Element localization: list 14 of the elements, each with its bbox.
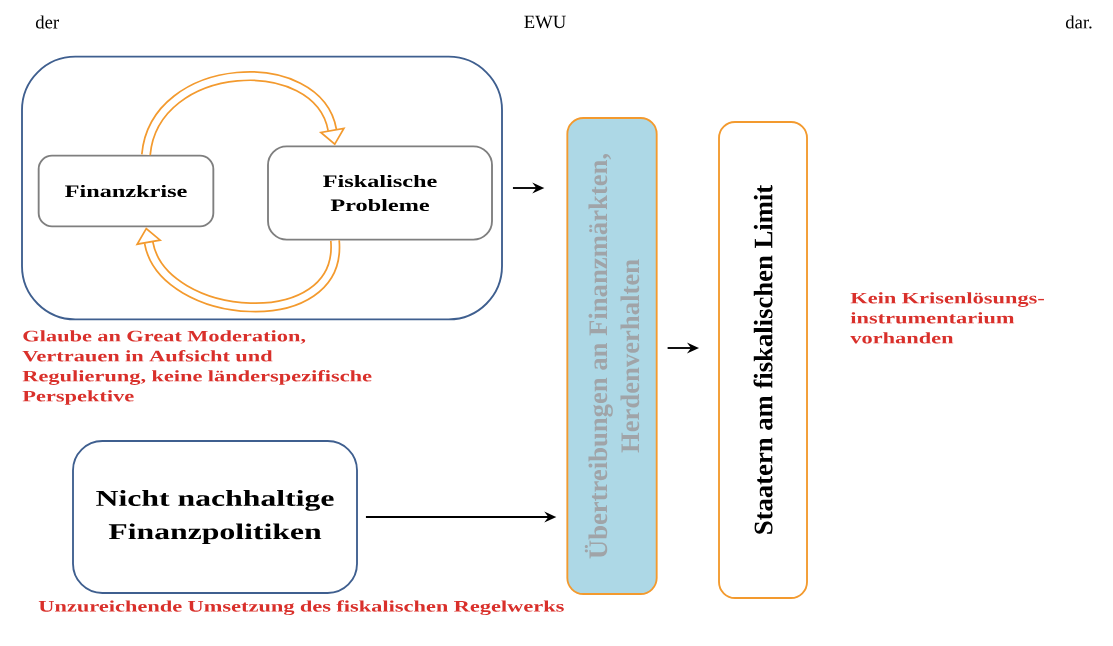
process-box: Finanzkrise: [37, 154, 215, 228]
note-text: Unzureichende Umsetzung des fiskalischen Regelwerks: [38, 600, 564, 616]
arrow: [135, 227, 341, 313]
note-text: Kein Krisenlösungs- instrumentarium vorhanden: [850, 292, 1044, 344]
process-box: Fiskalische Probleme: [267, 145, 493, 241]
process-box: Staatern am fiskalischen Limit: [718, 121, 808, 599]
body-text: der: [35, 15, 59, 29]
body-text: dar.: [1065, 15, 1092, 29]
process-box: Übertreibungen an Finanzmärkten, Herdenverhalten: [566, 117, 658, 595]
note-text: Glaube an Great Moderation, Vertrauen in Aufsicht und Regulierung, keine länderspezifische Perspektive: [22, 330, 372, 405]
group-box: [21, 55, 503, 321]
process-box: Nicht nachhaltige Finanzpolitiken: [72, 440, 358, 594]
arrow: [141, 71, 346, 156]
body-text: EWU: [524, 15, 566, 29]
